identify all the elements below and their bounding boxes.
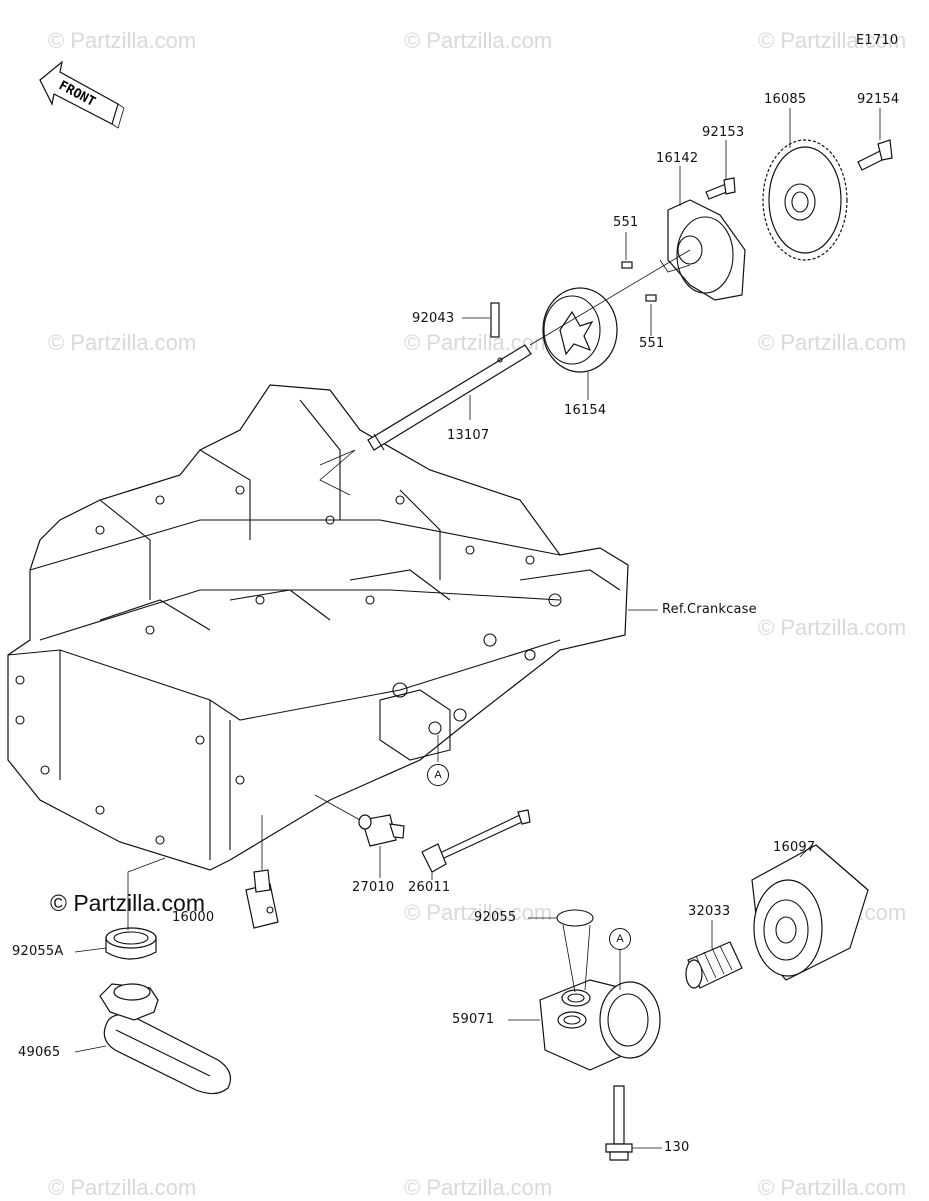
ref-crankcase-label[interactable]: Ref.Crankcase (662, 602, 757, 617)
pin-551-drawing (621, 261, 633, 269)
part-label-26011[interactable]: 26011 (408, 880, 451, 895)
diagram-id: E1710 (856, 33, 899, 48)
watermark: © Partzilla.com (404, 1175, 553, 1200)
nipple-32033-drawing (685, 941, 743, 989)
bolt-92153-drawing (705, 177, 736, 200)
oring-92055A-drawing (105, 927, 157, 960)
part-label-49065[interactable]: 49065 (18, 1045, 61, 1060)
oil-filter-16097-drawing (751, 844, 869, 981)
gear-16085-drawing (762, 139, 848, 261)
crankcase-drawing (7, 384, 629, 871)
rotor-16154-drawing (542, 287, 618, 373)
oil-pressure-switch-27010-drawing (358, 814, 405, 847)
part-label-16154[interactable]: 16154 (564, 403, 607, 418)
pin-551-drawing (645, 294, 657, 302)
ref-marker-a: A (427, 764, 449, 786)
part-label-92154[interactable]: 92154 (857, 92, 900, 107)
part-label-92055[interactable]: 92055 (474, 910, 517, 925)
watermark-dark: © Partzilla.com (50, 890, 205, 916)
part-label-92043[interactable]: 92043 (412, 311, 455, 326)
part-label-32033[interactable]: 32033 (688, 904, 731, 919)
part-label-16097[interactable]: 16097 (773, 840, 816, 855)
watermark: © Partzilla.com (404, 900, 553, 925)
watermark: © Partzilla.com (404, 28, 553, 53)
sensor-26011-drawing (421, 809, 531, 873)
bolt-92154-drawing (857, 139, 893, 171)
watermark: © Partzilla.com (758, 615, 907, 640)
watermark: © Partzilla.com (758, 1175, 907, 1200)
bolt-130-drawing (605, 1085, 633, 1161)
part-label-92153[interactable]: 92153 (702, 125, 745, 140)
pin-92043-drawing (490, 302, 500, 338)
watermark: © Partzilla.com (48, 1175, 197, 1200)
part-label-16000[interactable]: 16000 (172, 910, 215, 925)
part-label-130[interactable]: 130 (664, 1140, 690, 1155)
part-label-13107[interactable]: 13107 (447, 428, 490, 443)
pump-body-59071-drawing (539, 979, 661, 1071)
ref-marker-a: A (609, 928, 631, 950)
front-arrow-icon: FRONT (39, 60, 125, 129)
watermark: © Partzilla.com (48, 28, 197, 53)
part-label-59071[interactable]: 59071 (452, 1012, 495, 1027)
part-label-551[interactable]: 551 (639, 336, 665, 351)
part-label-92055a[interactable]: 92055A (12, 944, 64, 959)
part-label-27010[interactable]: 27010 (352, 880, 395, 895)
watermark: © Partzilla.com (48, 330, 197, 355)
leader-lines (74, 108, 881, 1149)
fitting-16000-drawing (245, 869, 279, 929)
part-label-16085[interactable]: 16085 (764, 92, 807, 107)
part-label-551[interactable]: 551 (613, 215, 639, 230)
oring-92055-drawing (556, 909, 594, 927)
pump-cover-16142-drawing (667, 199, 746, 301)
strainer-49065-drawing (99, 983, 231, 1095)
watermark: © Partzilla.com (758, 28, 907, 53)
watermark: © Partzilla.com (758, 330, 907, 355)
part-label-16142[interactable]: 16142 (656, 151, 699, 166)
shaft-13107-drawing (367, 344, 532, 451)
